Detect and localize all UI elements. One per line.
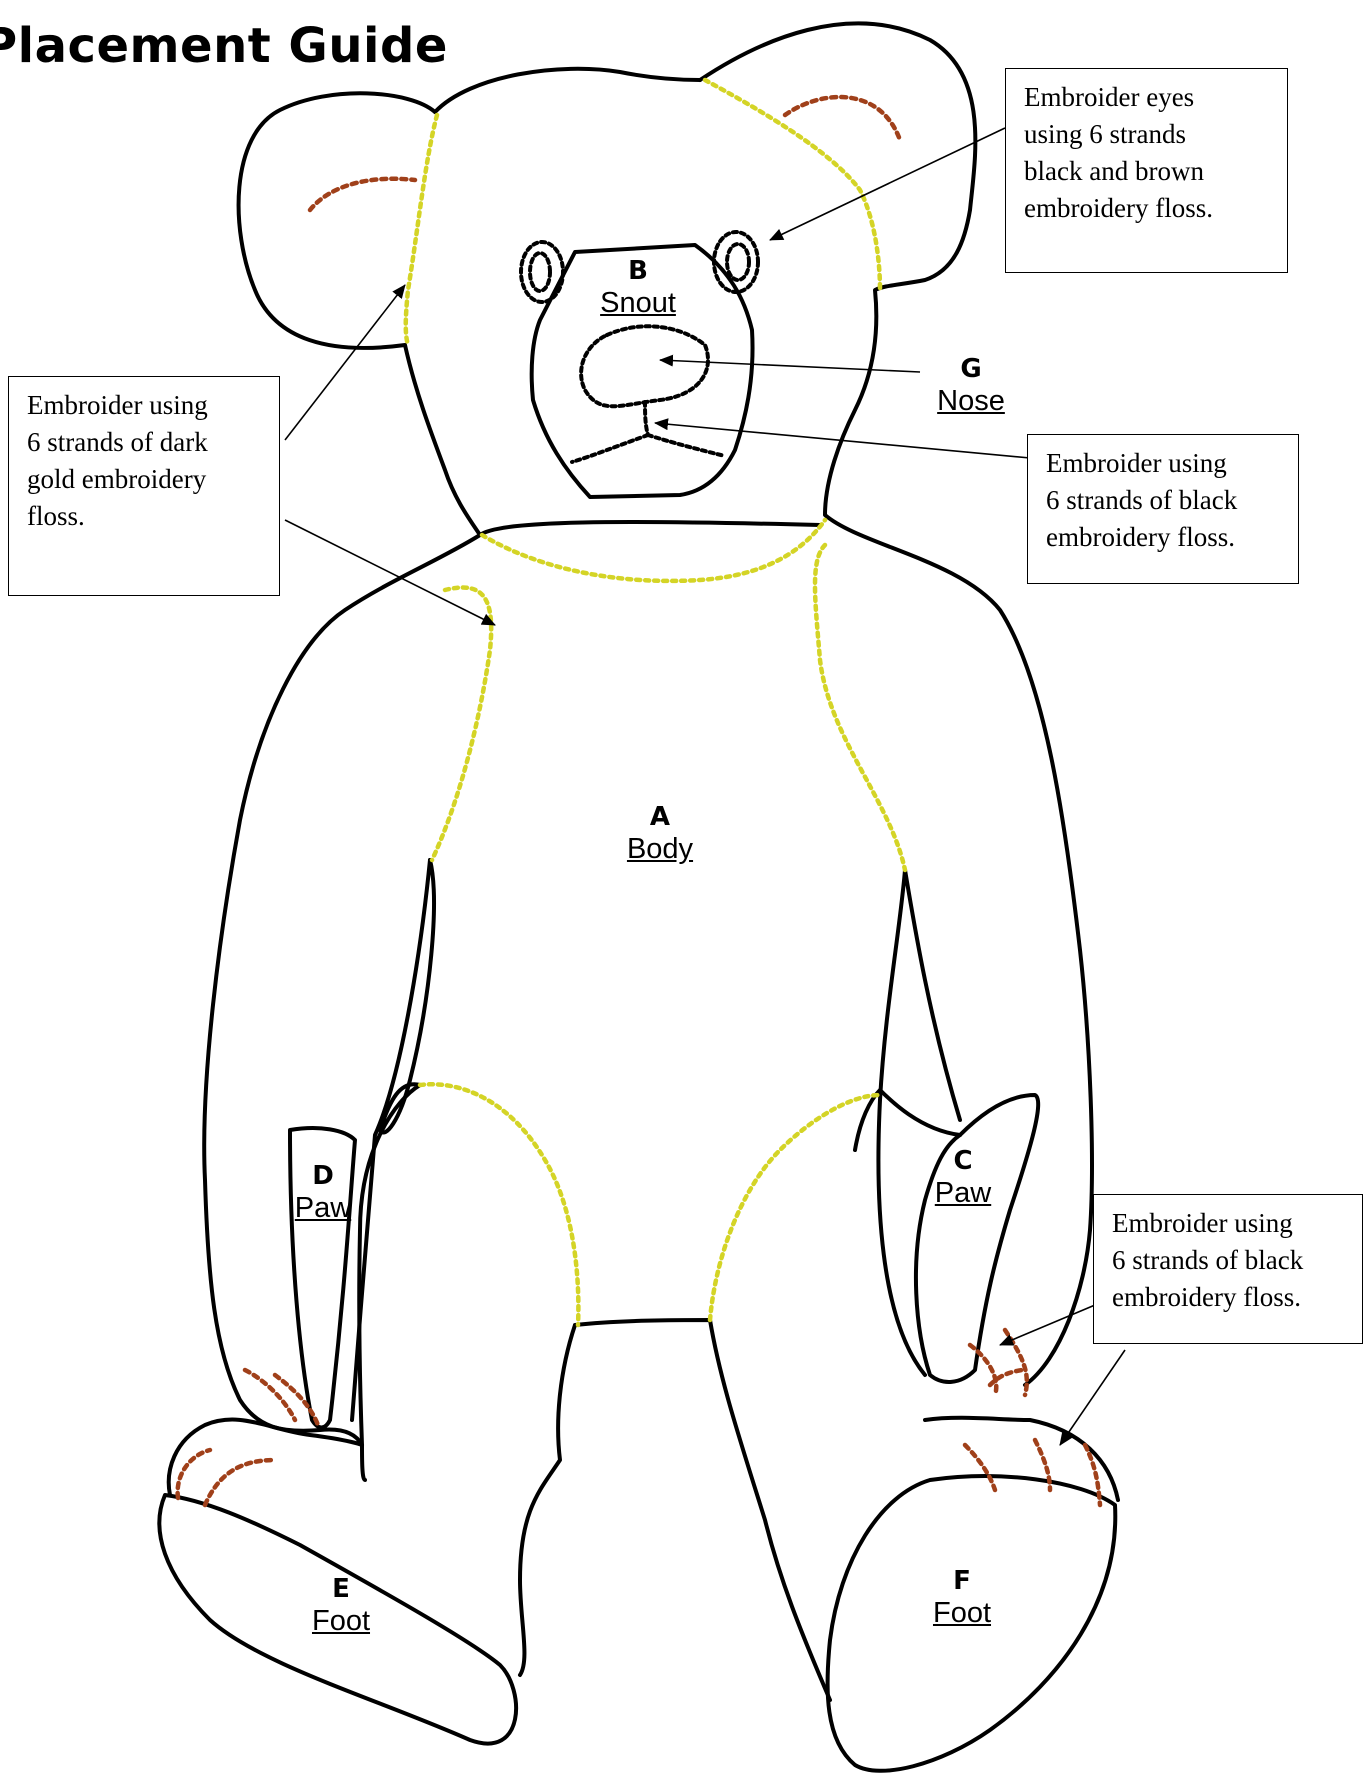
piece-name: Foot xyxy=(933,1596,991,1630)
callout-eyes: Embroider eyes using 6 strands black and… xyxy=(1005,68,1288,273)
page-title: Placement Guide xyxy=(0,18,448,74)
head-top xyxy=(435,69,700,112)
piece-letter: G xyxy=(937,354,1005,384)
callout-mouth: Embroider using 6 strands of black embro… xyxy=(1027,434,1299,584)
legs-outline xyxy=(359,1084,960,1700)
right-paw xyxy=(916,1095,1038,1382)
piece-foot-left: E Foot xyxy=(312,1574,370,1638)
piece-snout: B Snout xyxy=(600,256,676,320)
piece-letter: A xyxy=(627,802,693,832)
piece-name: Snout xyxy=(600,286,676,320)
piece-name: Foot xyxy=(312,1604,370,1638)
head-outline xyxy=(204,23,1092,1445)
piece-name: Paw xyxy=(295,1191,351,1225)
piece-letter: B xyxy=(600,256,676,286)
left-arm-line xyxy=(352,860,430,1420)
piece-name: Nose xyxy=(937,384,1005,418)
piece-name: Paw xyxy=(935,1176,991,1210)
piece-letter: F xyxy=(933,1566,991,1596)
callout-gold-floss: Embroider using 6 strands of dark gold e… xyxy=(8,376,280,596)
piece-letter: E xyxy=(312,1574,370,1604)
piece-letter: D xyxy=(295,1161,351,1191)
piece-nose: G Nose xyxy=(937,354,1005,418)
piece-paw-left: D Paw xyxy=(295,1161,351,1225)
piece-name: Body xyxy=(627,832,693,866)
piece-body: A Body xyxy=(627,802,693,866)
right-arm-inner xyxy=(905,870,960,1120)
callout-claws: Embroider using 6 strands of black embro… xyxy=(1093,1194,1363,1344)
piece-paw-right: C Paw xyxy=(935,1146,991,1210)
piece-foot-right: F Foot xyxy=(933,1566,991,1630)
piece-letter: C xyxy=(935,1146,991,1176)
